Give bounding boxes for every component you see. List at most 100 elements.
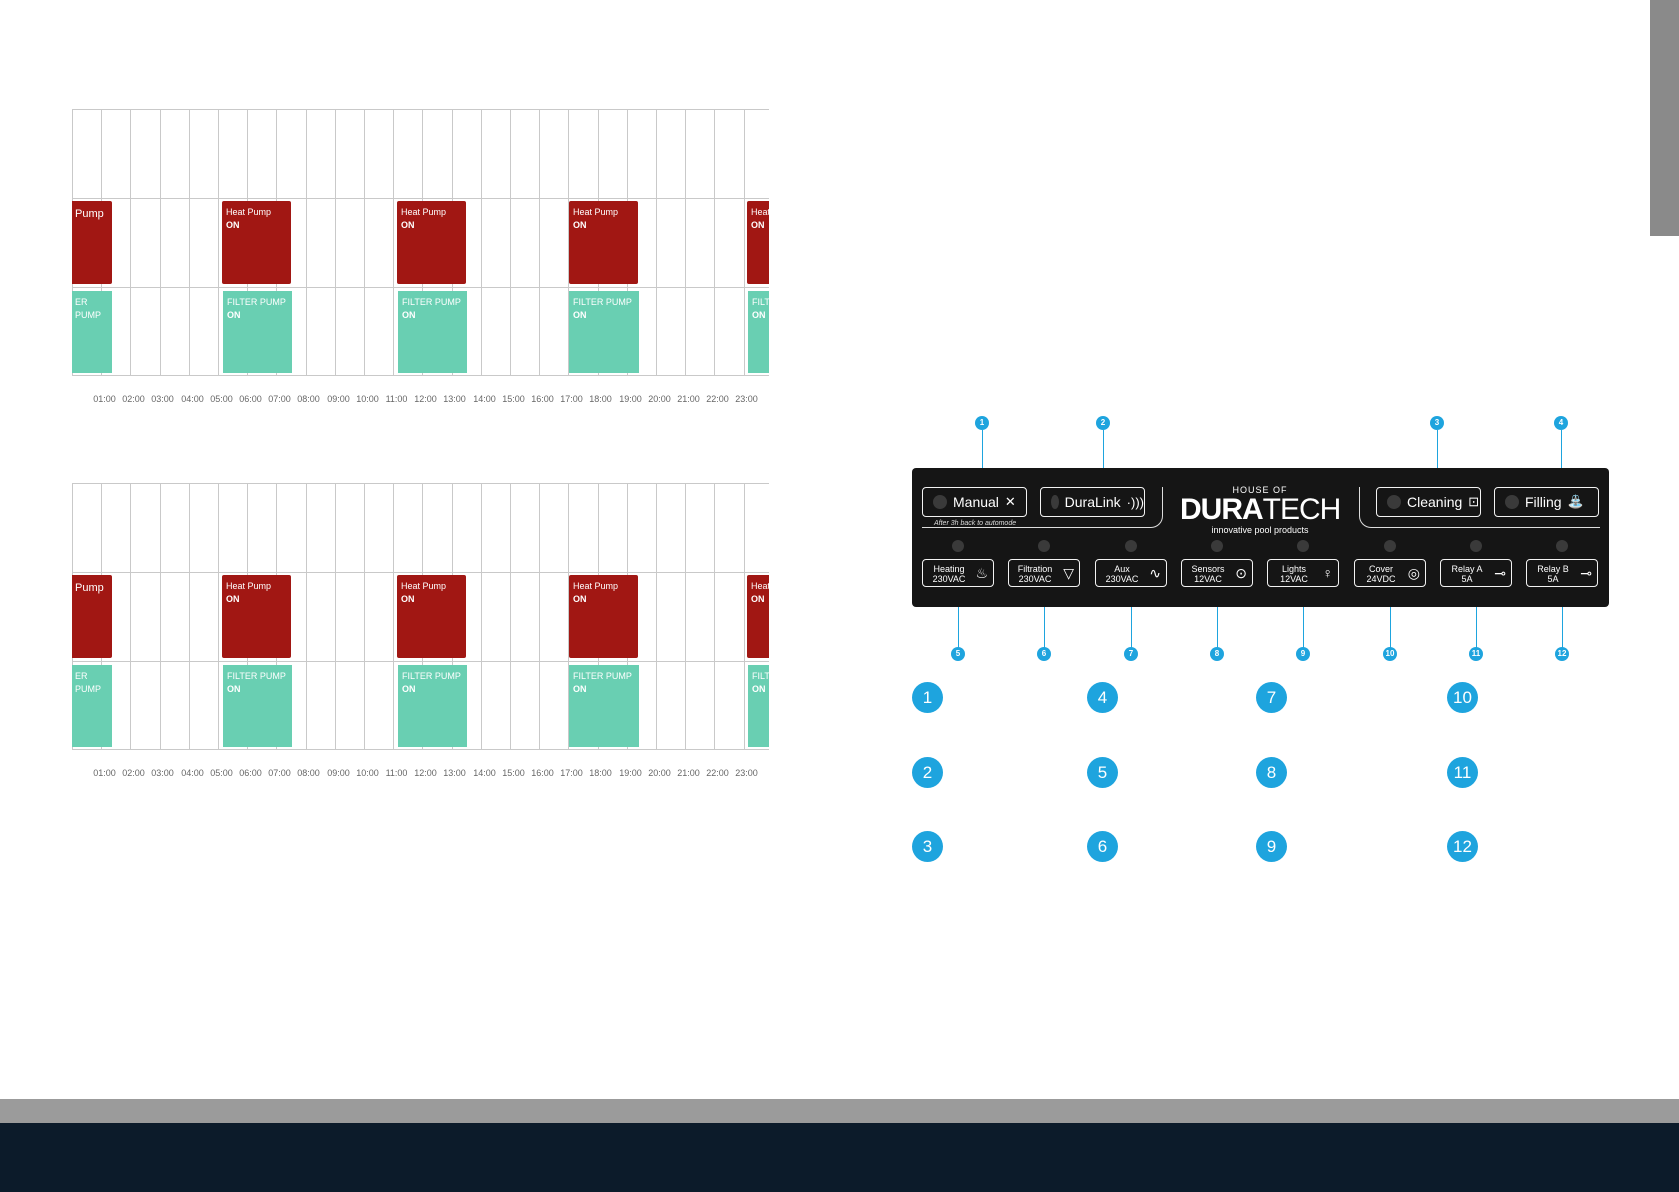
duralink-button[interactable]: DuraLink ·))) (1040, 487, 1145, 517)
side-tab (1650, 0, 1679, 236)
heat-pump-label: Heat Pump (226, 207, 272, 217)
grid-vline (306, 483, 307, 750)
time-tick-label: 04:00 (181, 394, 204, 404)
filter-pump-state: ON (227, 684, 241, 694)
legend-number: 6 (1087, 831, 1118, 862)
time-tick-label: 19:00 (619, 394, 642, 404)
filter-pump-block[interactable]: FILTER PUMP ON (223, 665, 292, 747)
heat-pump-label: Heat Pump (573, 581, 619, 591)
filter-pump-state: ON (573, 684, 587, 694)
time-tick-label: 13:00 (443, 768, 466, 778)
time-tick-label: 01:00 (93, 768, 116, 778)
grid-vline (744, 483, 745, 750)
duralink-led (1051, 495, 1059, 509)
heat-pump-label: Heat Pump (401, 207, 447, 217)
time-tick-label: 21:00 (677, 768, 700, 778)
output-led (1297, 540, 1309, 552)
filter-pump-block[interactable]: ER PUMP (72, 291, 112, 373)
time-tick-label: 13:00 (443, 394, 466, 404)
heat-pump-block[interactable]: Pump (72, 201, 112, 284)
callout-leader (1561, 430, 1562, 494)
legend-number: 9 (1256, 831, 1287, 862)
heat-pump-state: ON (573, 594, 587, 604)
heat-pump-label: Heat (751, 207, 769, 217)
output-name: Cover (1368, 564, 1393, 574)
grid-vline (130, 109, 131, 376)
grid-vline (510, 483, 511, 750)
grid-hline (72, 287, 769, 288)
grid-vline (685, 109, 686, 376)
heat-pump-state: ON (751, 594, 765, 604)
filter-pump-label: FILTER PUMP (573, 671, 632, 681)
time-tick-label: 11:00 (385, 768, 408, 778)
grid-hline (72, 572, 769, 573)
output-rating: 5A (1547, 574, 1559, 584)
logo-brand-light: TECH (1262, 493, 1342, 526)
heat-pump-state: ON (401, 220, 415, 230)
filling-button[interactable]: Filling ⛲ (1494, 487, 1599, 517)
cleaning-button[interactable]: Cleaning ⊡ (1376, 487, 1481, 517)
grid-vline (539, 483, 540, 750)
grid-vline (510, 109, 511, 376)
time-tick-label: 23:00 (735, 394, 758, 404)
callout-leader (1103, 430, 1104, 494)
grid-vline (160, 109, 161, 376)
legend-number: 3 (912, 831, 943, 862)
filter-pump-label: FILTER PUMP (227, 297, 286, 307)
filter-pump-block[interactable]: FILTER PUMP ON (569, 665, 639, 747)
legend-number: 7 (1256, 682, 1287, 713)
filter-icon: ▽ (1063, 565, 1074, 581)
manual-button[interactable]: Manual ✕ (922, 487, 1027, 517)
time-tick-label: 09:00 (327, 394, 350, 404)
grid-vline (189, 109, 190, 376)
time-tick-label: 05:00 (210, 394, 233, 404)
duralink-label: DuraLink (1064, 494, 1121, 510)
tools-icon: ✕ (1004, 494, 1016, 509)
grid-hline (72, 198, 769, 199)
time-tick-label: 06:00 (239, 768, 262, 778)
output-led (1470, 540, 1482, 552)
grid-vline (656, 109, 657, 376)
filter-pump-state: ON (573, 310, 587, 320)
filter-pump-block[interactable]: ER PUMP (72, 665, 112, 747)
time-tick-label: 08:00 (297, 394, 320, 404)
grid-vline (481, 483, 482, 750)
panel-bracket-right (1359, 487, 1600, 528)
callout-leader (1562, 587, 1563, 654)
legend-number: 12 (1447, 831, 1478, 862)
legend-number: 10 (1447, 682, 1478, 713)
manual-label: Manual (953, 494, 999, 510)
filter-pump-label: FILTER PUMP (402, 671, 461, 681)
time-tick-label: 08:00 (297, 768, 320, 778)
logo-tagline: innovative pool products (1211, 525, 1309, 535)
time-tick-label: 17:00 (560, 394, 583, 404)
heat-pump-block[interactable]: Pump (72, 575, 112, 658)
filter-pump-label: FILTER PUMP (227, 671, 286, 681)
